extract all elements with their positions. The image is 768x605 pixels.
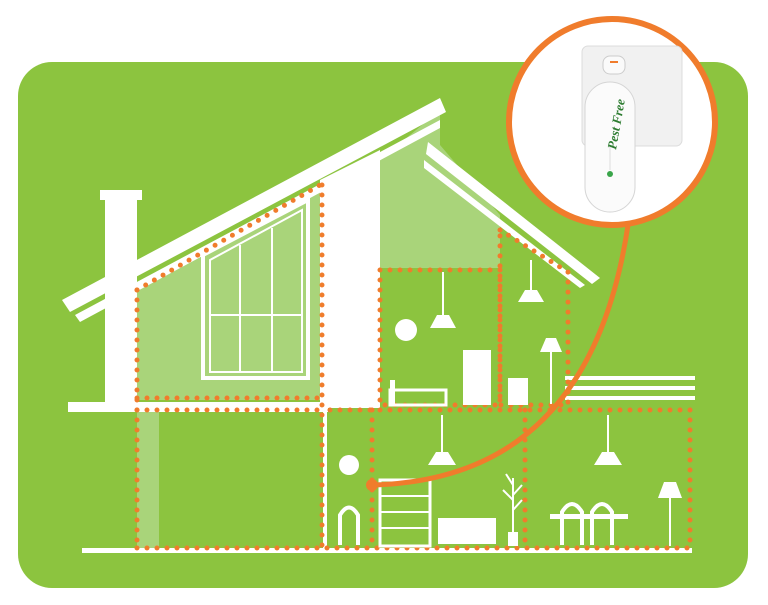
led-icon: [607, 171, 613, 177]
coverage-zones: [134, 182, 693, 551]
upper-right-shade: [380, 110, 500, 268]
device-location-marker: [366, 479, 378, 491]
attic-window: [201, 196, 310, 380]
pest-repeller-device: Pest Free: [581, 45, 683, 213]
main-roof: [62, 98, 446, 312]
right-roof: [426, 142, 600, 284]
nightstand: [508, 378, 528, 405]
floor-slab: [68, 402, 328, 412]
wall-clock: [395, 319, 417, 341]
floor-lamp: [540, 338, 562, 352]
furniture: [338, 260, 682, 548]
signal-line: [371, 224, 631, 488]
plant: [502, 473, 523, 532]
dining-table: [550, 514, 628, 519]
left-wall-shade: [137, 412, 159, 548]
sofa: [438, 518, 496, 544]
wardrobe: [463, 350, 491, 405]
chair: [338, 505, 360, 545]
ceiling-lamp: [430, 315, 456, 328]
attic-shade: [137, 185, 320, 400]
center-wall: [320, 180, 380, 408]
balcony-rail-1: [565, 376, 695, 380]
